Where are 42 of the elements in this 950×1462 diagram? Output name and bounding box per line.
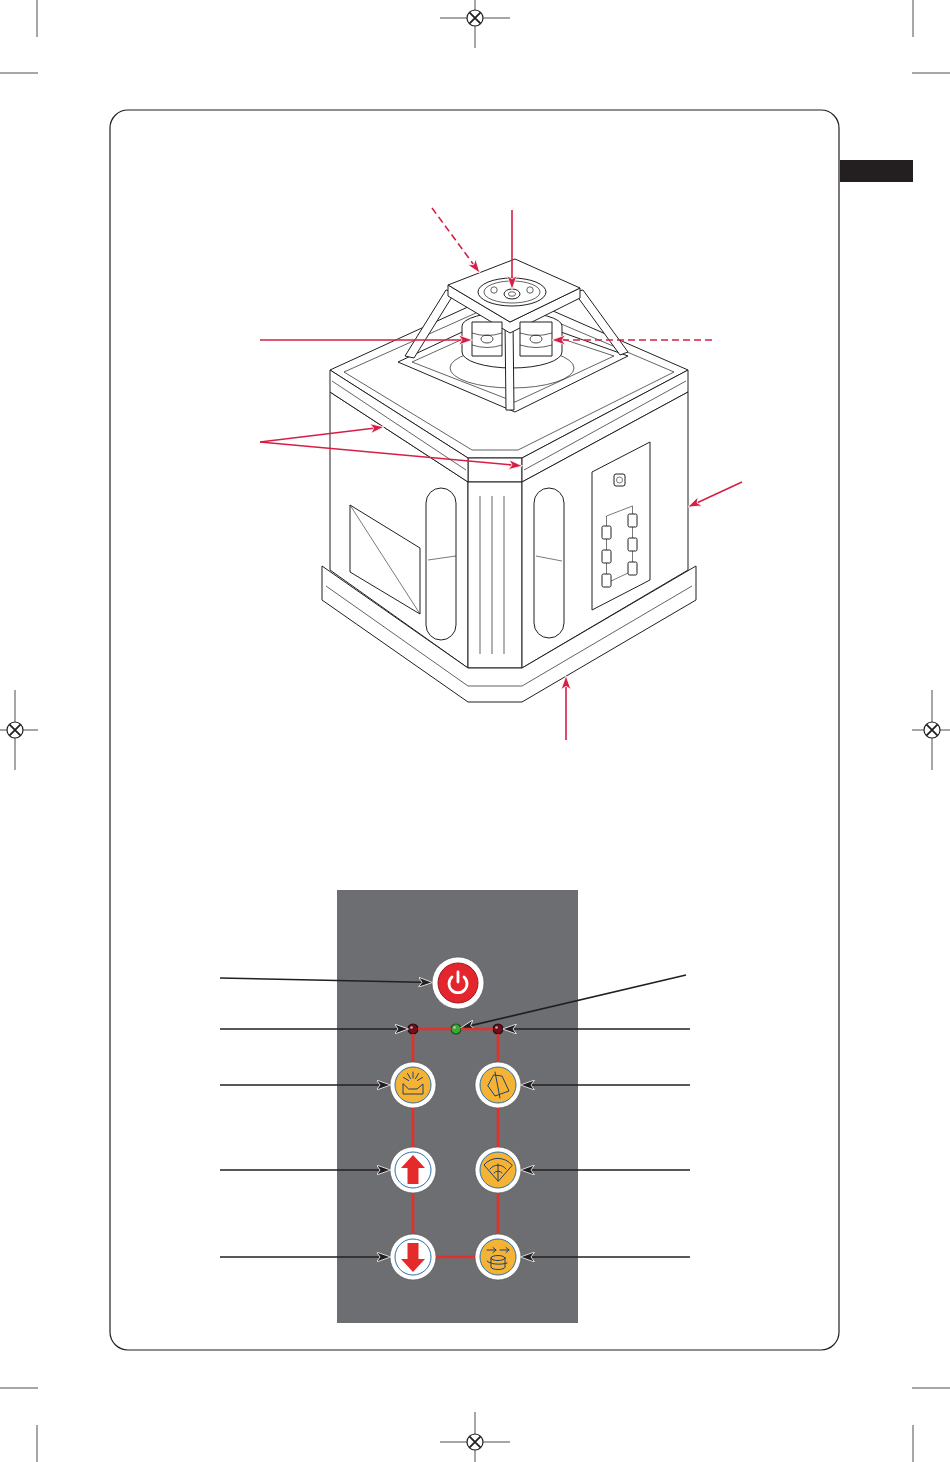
plumb-window (503, 288, 521, 300)
up-button (389, 1146, 437, 1194)
dashed-leader-arrow (551, 334, 713, 346)
leader-arrow (560, 675, 572, 741)
connector-line (461, 1027, 493, 1031)
rotating-head-window (471, 321, 503, 357)
leader-arrow (520, 1251, 691, 1263)
connector-line (411, 1108, 415, 1147)
rotating-head-window (519, 321, 553, 357)
power-button (431, 956, 485, 1010)
leader-arrow (219, 1023, 409, 1035)
connector-line (496, 1108, 500, 1147)
mode-button (474, 1061, 522, 1109)
leader-arrow (219, 1251, 391, 1263)
section-tab (840, 160, 913, 182)
leader-arrow (219, 1164, 391, 1176)
connector-line (436, 1255, 475, 1259)
leader-arrow (259, 334, 473, 346)
indicator-light (492, 1023, 504, 1035)
leader-arrow (460, 974, 687, 1031)
connector-line (418, 1027, 451, 1031)
connector-line (411, 1193, 415, 1234)
leader-arrow (506, 209, 518, 290)
indicator-light (450, 1023, 462, 1035)
dashed-leader-arrow (431, 207, 481, 274)
connector-line (411, 1034, 415, 1062)
leader-arrow (687, 481, 743, 508)
leader-arrow (502, 1023, 691, 1035)
connector-line (496, 1193, 500, 1234)
mode-button (389, 1061, 437, 1109)
connector-line (496, 1034, 500, 1062)
down-button (389, 1233, 437, 1281)
leader-arrow (520, 1079, 691, 1091)
top-bumper (329, 369, 469, 483)
leader-arrow (520, 1164, 691, 1176)
leader-arrow (219, 1079, 391, 1091)
indicator-light (407, 1023, 419, 1035)
mode-button (474, 1233, 522, 1281)
mode-button (474, 1146, 522, 1194)
leader-arrow (219, 976, 433, 988)
leader-arrow (259, 441, 523, 471)
top-bumper (521, 369, 689, 483)
